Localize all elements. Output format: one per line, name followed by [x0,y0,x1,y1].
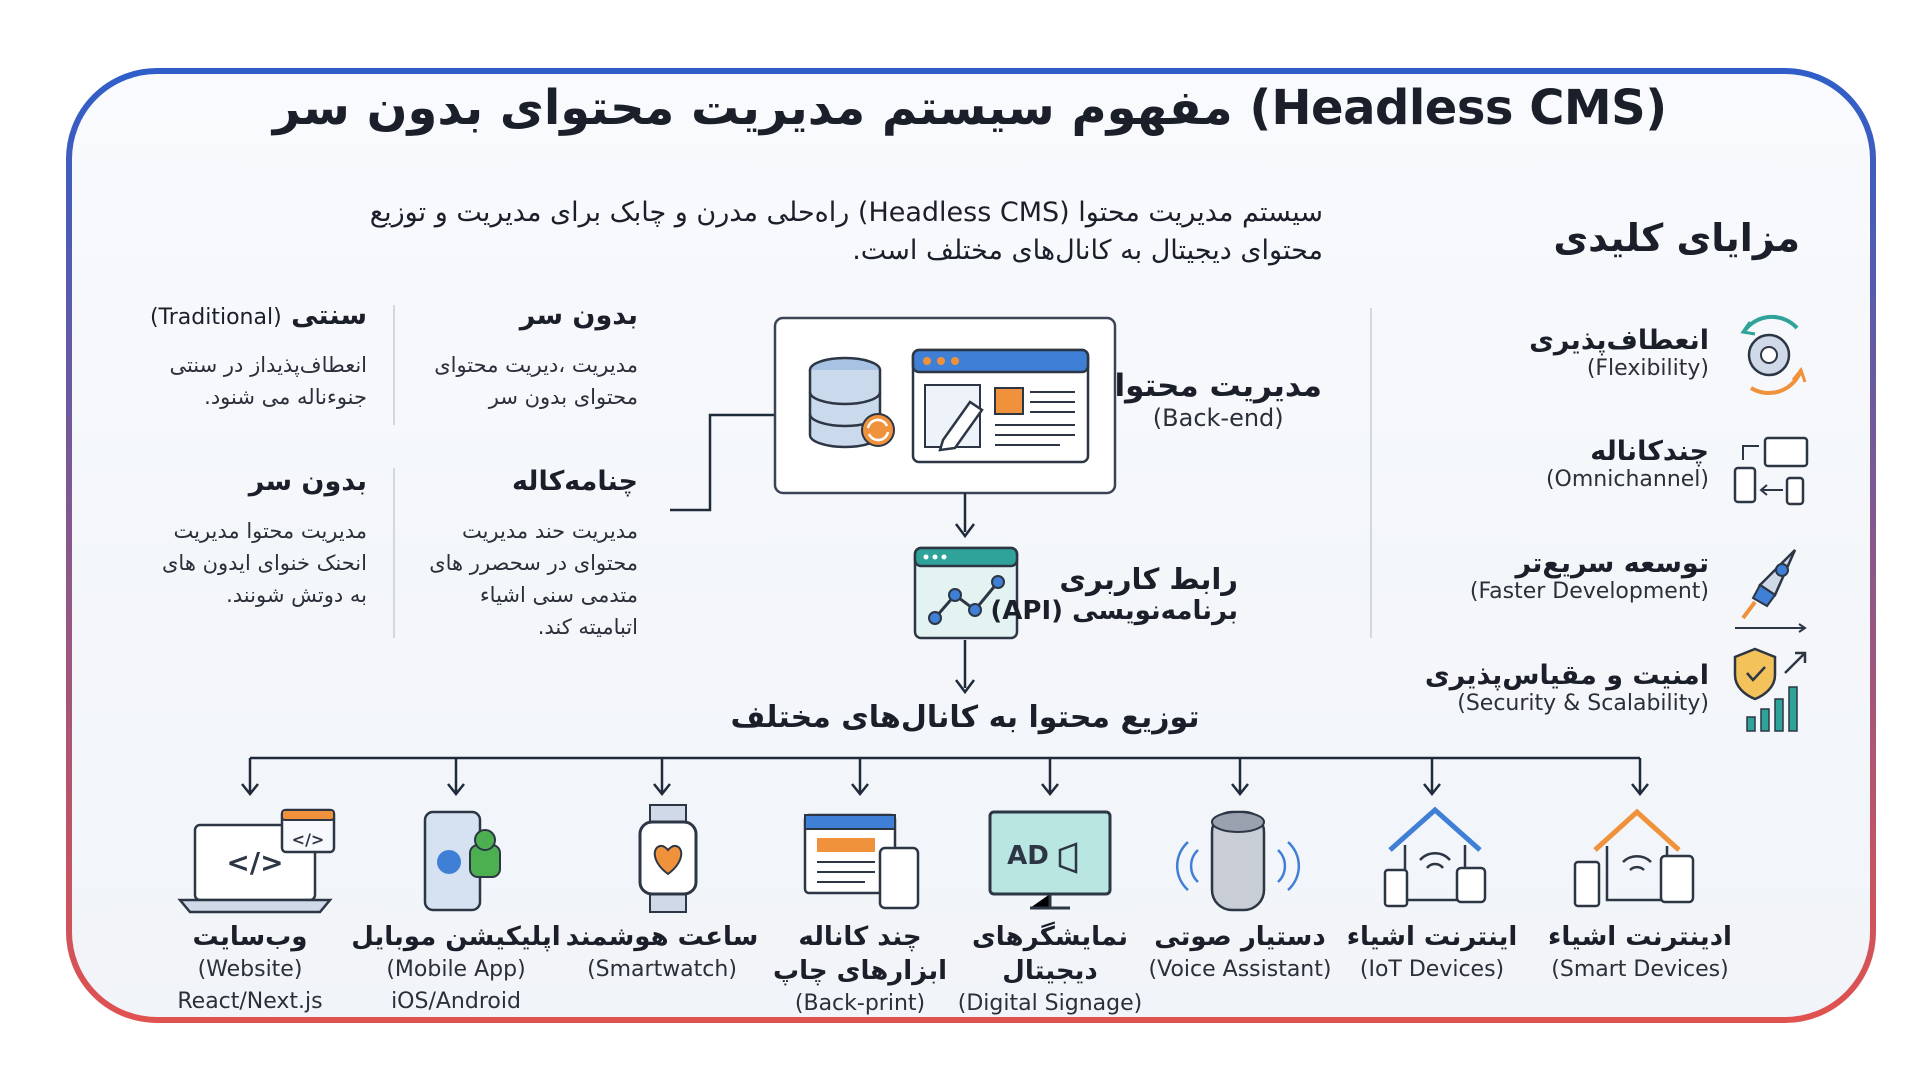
traditional-title: سنتی (Traditional) [127,300,367,331]
content-editor-icon [911,348,1090,464]
channel-iot-en: (IoT Devices) [1359,957,1505,982]
headless-title-1: بدون سر [519,300,638,331]
channel-mobile: اپلیکیشن موبایل (Mobile App) iOS/Android [346,920,566,1018]
benefit-security: امنیت و مقیاس‌پذیری (Security & Scalabil… [1425,660,1709,716]
multichannel-title: چنامه‌کاله [511,466,638,497]
channel-smart-devices-en: (Smart Devices) [1551,957,1729,982]
intro-line-2: محتوای دیجیتال به کانال‌های مختلف است. [852,235,1323,266]
iot-home-icon [1383,806,1487,908]
benefit-flexibility-fa: انعطاف‌پذیری [1529,325,1709,356]
benefit-flexibility-en: (Flexibility) [1586,356,1709,381]
distribution-heading: توزیع محتوا به کانال‌های مختلف [730,700,1200,735]
svg-text:</>: </> [226,846,283,879]
gears-sync-icon [1740,314,1807,396]
traditional-text-b: جنوءناله می شنود. [204,385,367,409]
channel-signage-fa: نمایشگرهای [971,922,1129,952]
headless-column-2: بدون سر مدیریت محتوا مدیریت انحنک خنوای … [107,466,367,611]
digital-signage-icon: AD [988,810,1112,910]
multichannel-text-a: مدیریت حند مدیریت [461,519,638,543]
channel-smart-devices-fa: ادینترنت اشیاء [1548,922,1732,952]
channel-print-fa: چند کاناله [798,922,922,952]
api-label-fa: رابط کاربری [1059,562,1238,596]
channel-website: وب‌سایت (Website) React/Next.js [140,920,360,1018]
benefit-omnichannel-en: (Omnichannel) [1545,467,1709,492]
backend-label-fa: مدیریت محتوا [1114,368,1322,404]
svg-text:</>: </> [292,830,325,849]
api-label-fa2: برنامه‌نویسی (API) [990,596,1238,626]
smart-home-icon [1573,808,1695,908]
connector-left [670,413,775,512]
channel-mobile-en: (Mobile App) [386,957,526,982]
divider-top [393,305,395,425]
channel-print-en: (Back-print) [794,991,926,1016]
channel-signage: نمایشگرهای دیجیتال (Digital Signage) [940,920,1160,1020]
headless-text-1a: مدیریت ،دیریت محتوای [434,353,638,377]
benefit-icons [1733,314,1809,732]
channel-website-en: (Website) [197,957,303,982]
shield-chart-icon [1733,647,1807,732]
multichannel-text-b: محتوای در سحصرر های [429,551,638,575]
headless-text-2b: انحنک خنوای ایدون های [161,551,367,575]
headless-text-2a: مدیریت محتوا مدیریت [173,519,367,543]
channel-smartwatch-en: (Smartwatch) [587,957,737,982]
headless-text-2c: به دوتش شونند. [226,583,367,607]
backend-label-en: (Back-end) [1152,404,1284,432]
headless-text-1b: محتوای بدون سر [488,385,638,409]
signage-ad-text: AD [1007,841,1049,871]
benefit-omnichannel-fa: چندکاناله [1590,436,1709,467]
api-chart-icon [913,546,1019,640]
benefit-omnichannel: چندکاناله (Omnichannel) [1546,436,1709,492]
channel-website-en2: React/Next.js [177,989,323,1014]
laptop-code-icon: </> </> [177,808,336,914]
traditional-title-en: (Traditional) [149,305,282,330]
channel-iot-fa: اینترنت اشیاء [1346,922,1518,952]
database-icon [808,356,895,449]
devices-icon [1733,436,1809,506]
benefit-security-fa: امنیت و مقیاس‌پذیری [1424,660,1709,691]
benefit-faster-dev-fa: توسعه سریع‌تر [1515,548,1710,579]
rocket-icon [1735,549,1807,633]
channel-website-fa: وب‌سایت [192,922,308,952]
channel-print-fa2: ابزارهای چاپ [772,956,948,986]
intro-line-1: سیستم مدیریت محتوا (Headless CMS) راه‌حل… [369,197,1323,228]
divider-benefits [1370,308,1372,638]
headless-column-1: بدون سر مدیریت ،دیریت محتوای محتوای بدون… [378,300,638,413]
smartwatch-icon [638,804,698,913]
channel-mobile-en2: iOS/Android [391,989,521,1014]
multi-screen-icon [803,813,920,910]
channel-smartwatch: ساعت هوشمند (Smartwatch) [552,920,772,986]
benefit-faster-dev: توسعه سریع‌تر (Faster Development) [1470,548,1709,604]
smart-speaker-icon [1175,810,1301,912]
headless-title-2: بدون سر [248,466,367,497]
channel-signage-en: (Digital Signage) [957,991,1143,1016]
divider-bottom [393,468,395,638]
channel-voice: دستیار صوتی (Voice Assistant) [1130,920,1350,986]
channel-iot: اینترنت اشیاء (IoT Devices) [1322,920,1542,986]
benefit-security-en: (Security & Scalability) [1457,691,1709,716]
benefit-faster-dev-en: (Faster Development) [1469,579,1709,604]
traditional-text-a: انعطاف‌پذیداز در سنتی [169,353,367,377]
multichannel-text-d: اتبامیته کند. [537,615,638,639]
flow-diagram [670,316,1117,695]
channel-print: چند کاناله ابزارهای چاپ (Back-print) [750,920,970,1020]
channel-voice-fa: دستیار صوتی [1154,922,1326,952]
traditional-column: سنتی (Traditional) انعطاف‌پذیداز در سنتی… [127,300,367,413]
benefits-header: مزایای کلیدی [1553,216,1800,260]
distribution-connectors [241,756,1649,797]
multichannel-column: چنامه‌کاله مدیریت حند مدیریت محتوای در س… [378,466,638,643]
traditional-title-fa: سنتی [291,300,367,331]
channel-voice-en: (Voice Assistant) [1148,957,1332,982]
channel-mobile-fa: اپلیکیشن موبایل [351,922,561,952]
backend-label: مدیریت محتوا (Back-end) [1114,368,1322,432]
channel-smart-devices: ادینترنت اشیاء (Smart Devices) [1530,920,1750,986]
multichannel-text-c: متدمی سنی اشیاء [479,583,638,607]
channel-smartwatch-fa: ساعت هوشمند [565,922,759,952]
channel-signage-fa2: دیجیتال [1002,956,1098,986]
channel-icons: </> </> AD [177,804,1695,914]
intro-text: سیستم مدیریت محتوا (Headless CMS) راه‌حل… [363,194,1323,270]
benefit-flexibility: انعطاف‌پذیری (Flexibility) [1529,325,1709,381]
page-title: مفهوم سیستم مدیریت محتوای بدون سر (Headl… [272,80,1668,136]
mobile-app-icon [423,810,501,912]
api-label: رابط کاربری برنامه‌نویسی (API) [990,562,1238,626]
